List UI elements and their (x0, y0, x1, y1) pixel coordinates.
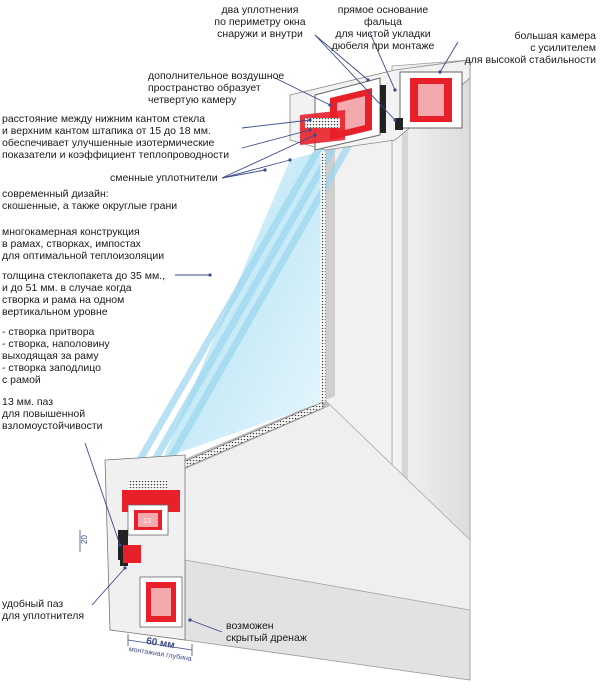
leader-arrowheads (118, 70, 442, 622)
depth-value: 60 мм (145, 636, 175, 651)
bottom-section (104, 454, 186, 641)
side-dimensions: 20 13 (79, 518, 151, 552)
label-seal-groove: удобный паз для уплотнителя (2, 598, 85, 622)
label-glazing-thickness: толщина стеклопакета до 35 мм., и до 51 … (2, 270, 165, 318)
label-multichamber: многокамерная конструкция в рамах, створ… (2, 226, 165, 262)
label-replaceable-seals: сменные уплотнители (110, 172, 218, 184)
top-section (289, 59, 471, 151)
label-big-chamber: большая камера с усилителем для высокой … (464, 30, 596, 66)
groove-value: 13 (143, 518, 151, 525)
offset-value: 20 (80, 535, 89, 544)
label-modern-design: современный дизайн: скошенные, а также о… (2, 188, 178, 212)
leader-lines (84, 32, 459, 633)
label-groove-13: 13 мм. паз для повышенной взломоустойчив… (2, 396, 103, 432)
label-two-seals: два уплотнения по периметру окна снаружи… (214, 4, 306, 40)
label-air-space: дополнительное воздушное пространство об… (148, 70, 285, 106)
label-rebate-base: прямое основание фальца для чистой уклад… (331, 4, 435, 52)
label-sash-types: - створка притвора - створка, наполовину… (2, 326, 110, 386)
label-glass-distance: расстояние между нижним кантом стекла и … (2, 113, 230, 161)
label-drainage: возможен скрытый дренаж (226, 620, 307, 644)
glass-unit (130, 136, 358, 476)
